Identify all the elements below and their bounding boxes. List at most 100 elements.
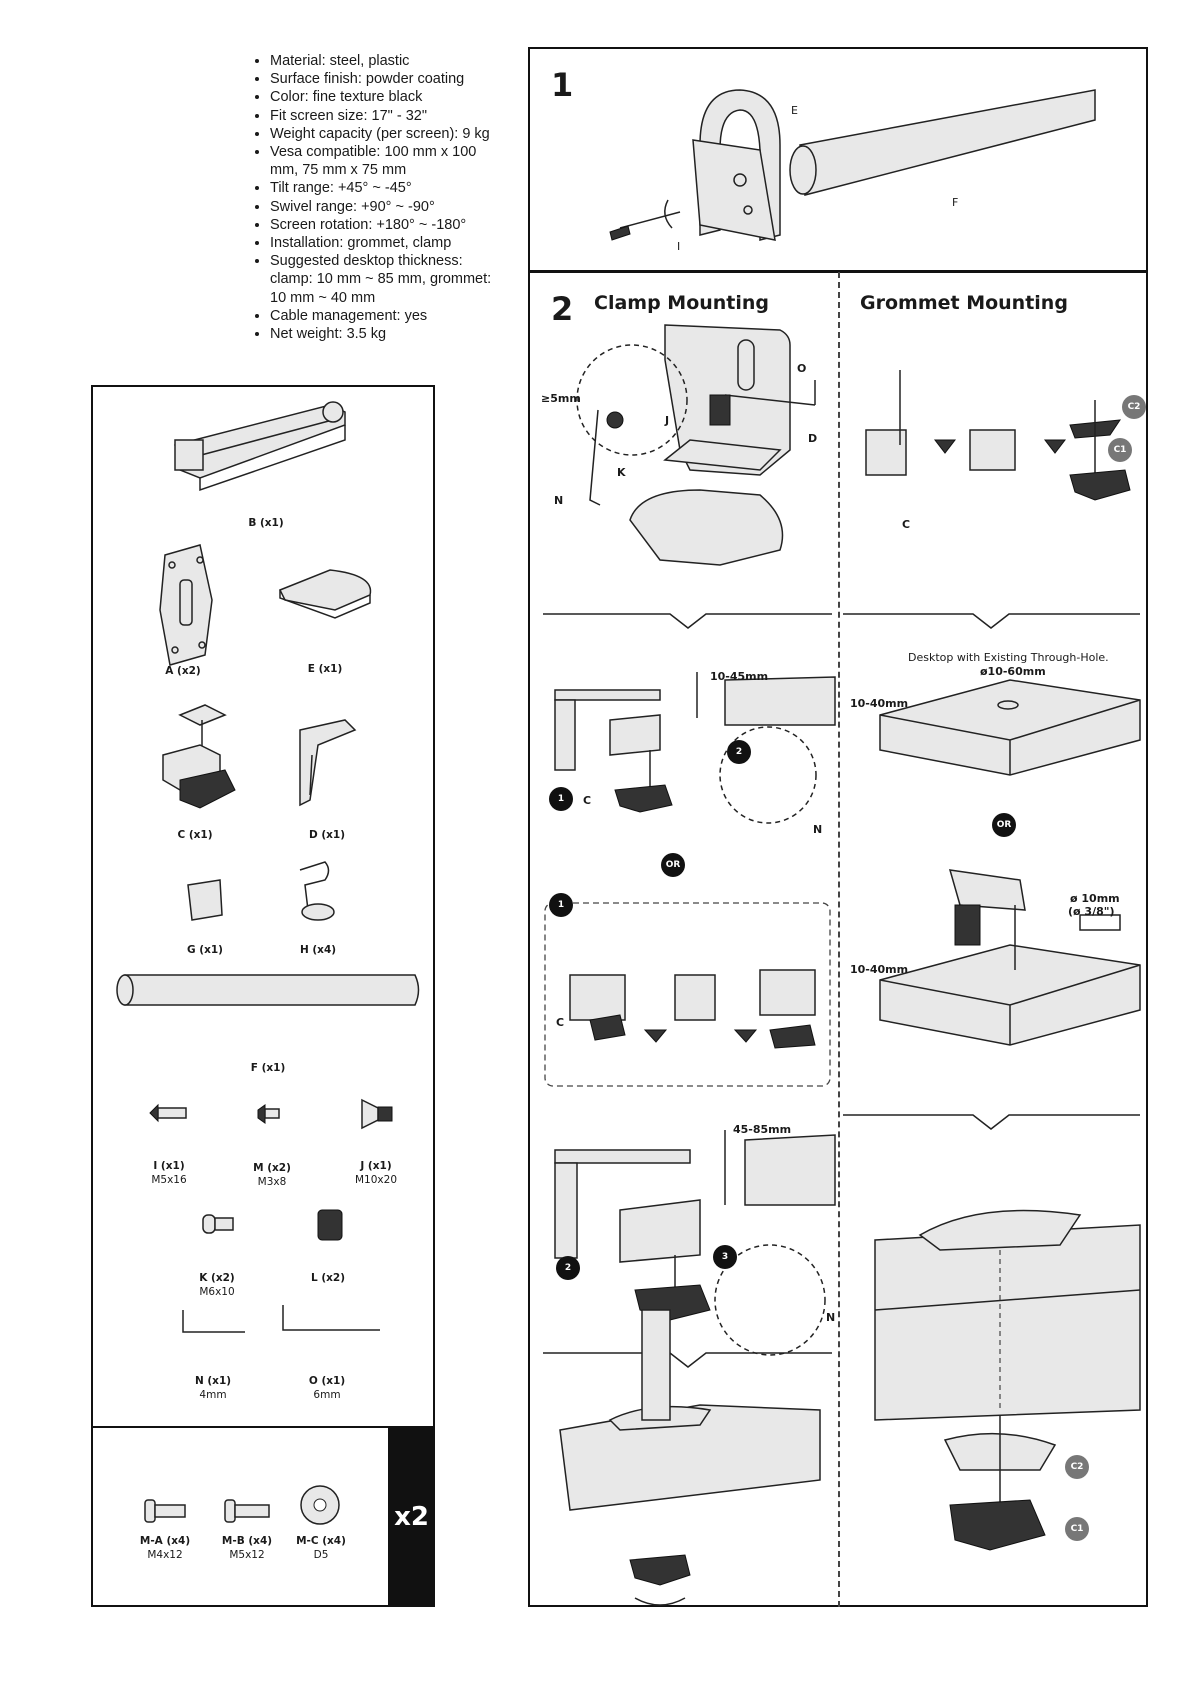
- label-d: D: [808, 432, 818, 445]
- part-label-k: K (x2): [199, 1272, 235, 1284]
- spec-list: Material: steel, plastic Surface finish:…: [250, 52, 500, 343]
- or-badge: OR: [992, 813, 1016, 837]
- part-label-d: D (x1): [308, 829, 346, 841]
- grommet-note: Desktop with Existing Through-Hole.: [908, 651, 1109, 664]
- step2-number: 2: [551, 290, 574, 328]
- label-n2: N: [813, 823, 823, 836]
- spec-item: Weight capacity (per screen): 9 kg: [270, 125, 500, 143]
- drill-size: ø 10mm: [1070, 892, 1120, 905]
- spec-item: Cable management: yes: [270, 307, 500, 325]
- alt-assembly-box: [544, 902, 831, 1087]
- part-screws-icon: [144, 1098, 393, 1525]
- label-c1: C1: [1108, 438, 1132, 462]
- part-label-a: A (x2): [165, 665, 201, 677]
- drill-size-imperial: (ø 3/8"): [1068, 905, 1115, 918]
- clamp-bracket-icon: [576, 324, 816, 566]
- part-label-mc: M-C (x4): [296, 1535, 346, 1547]
- step-badge-1: 1: [549, 787, 573, 811]
- label-c: C: [902, 518, 911, 531]
- part-label-j: J (x1): [360, 1160, 392, 1172]
- hole-size: ø10-60mm: [980, 665, 1046, 678]
- divider-chevron-icon: [543, 613, 832, 629]
- spec-item: Tilt range: +45° ~ -45°: [270, 179, 500, 197]
- part-label-b: B (x1): [248, 517, 284, 529]
- part-label-ma: M-A (x4): [139, 1535, 191, 1547]
- part-label-f: F (x1): [250, 1062, 286, 1074]
- part-label-c: C (x1): [177, 829, 213, 841]
- part-size-o: 6mm: [313, 1389, 341, 1401]
- part-c-clamp-icon: [162, 704, 236, 809]
- clamp-assembly-sequence-icon: [569, 969, 816, 1049]
- label-c1: C1: [1065, 1517, 1089, 1541]
- part-label-n: N (x1): [194, 1375, 232, 1387]
- part-label-l: L (x2): [310, 1272, 346, 1284]
- clamp-mounting-title: Clamp Mounting: [594, 292, 770, 314]
- label-o: O: [797, 362, 807, 375]
- spec-item: Material: steel, plastic: [270, 52, 500, 70]
- clamp-range-thin: 10-45mm: [710, 670, 769, 683]
- spec-item: Suggested desktop thickness: clamp: 10 m…: [270, 252, 500, 307]
- part-d-bracket-icon: [299, 719, 357, 807]
- or-badge: OR: [661, 853, 685, 877]
- step-badge-2: 2: [727, 740, 751, 764]
- spec-item: Swivel range: +90° ~ -90°: [270, 198, 500, 216]
- label-k: K: [617, 466, 626, 479]
- part-f-pole-icon: [116, 974, 420, 1006]
- part-size-i: M5x16: [151, 1174, 187, 1186]
- label-n: N: [554, 494, 564, 507]
- part-size-j: M10x20: [355, 1174, 397, 1186]
- step-badge-3: 3: [713, 1245, 737, 1269]
- divider-chevron-icon: [543, 1352, 832, 1368]
- part-size-n: 4mm: [199, 1389, 227, 1401]
- part-size-m: M3x8: [257, 1176, 287, 1188]
- label-j: J: [665, 414, 670, 427]
- label-c: C: [556, 1016, 565, 1029]
- label-f: F: [952, 196, 959, 209]
- step1-divider: [528, 270, 1148, 273]
- desk-with-hole-icon: [879, 679, 1141, 776]
- parts-panel: [91, 385, 435, 1607]
- grommet-assembly-sequence-icon: [865, 370, 1131, 501]
- multiplier-badge: x2: [388, 1426, 435, 1607]
- part-e-base-icon: [278, 569, 372, 619]
- part-a-vesa-plate-icon: [159, 544, 213, 666]
- part-label-i: I (x1): [153, 1160, 185, 1172]
- divider-chevron-icon: [843, 613, 1140, 629]
- label-e: E: [791, 104, 798, 117]
- part-label-e: E (x1): [307, 663, 343, 675]
- spec-item: Vesa compatible: 100 mm x 100 mm, 75 mm …: [270, 143, 500, 179]
- part-b-arm-icon: [174, 401, 346, 492]
- part-label-g: G (x1): [187, 944, 223, 956]
- label-n3: N: [826, 1311, 836, 1324]
- divider-chevron-icon: [843, 1114, 1140, 1130]
- part-label-mb: M-B (x4): [221, 1535, 273, 1547]
- grommet-thickness: 10-40mm: [850, 697, 909, 710]
- label-c2: C2: [1065, 1455, 1089, 1479]
- clamp-range-thick: 45-85mm: [733, 1123, 792, 1136]
- desk-drilling-icon: [879, 869, 1141, 1046]
- spec-item: Fit screen size: 17" - 32": [270, 107, 500, 125]
- grommet-installed-icon: [874, 1209, 1141, 1551]
- label-i: I: [677, 240, 681, 253]
- step1-pole-assembly-icon: [609, 89, 1096, 241]
- step1-number: 1: [551, 66, 574, 104]
- grommet-thickness: 10-40mm: [850, 963, 909, 976]
- clamp-thick-desk-icon: [554, 1130, 836, 1356]
- clamp-grommet-divider: [838, 272, 840, 1607]
- clamp-thin-desk-icon: [554, 672, 836, 824]
- part-size-mb: M5x12: [229, 1549, 265, 1561]
- clamp-installed-icon: [559, 1309, 821, 1606]
- parts-divider: [91, 1426, 435, 1428]
- label-c: C: [583, 794, 592, 807]
- label-min-thickness: ≥5mm: [541, 392, 581, 405]
- part-h-clip-icon: [299, 861, 335, 921]
- part-label-o: O (x1): [308, 1375, 346, 1387]
- spec-item: Surface finish: powder coating: [270, 70, 500, 88]
- part-label-h: H (x4): [299, 944, 337, 956]
- part-size-mc: D5: [313, 1549, 329, 1561]
- spec-item: Screen rotation: +180° ~ -180°: [270, 216, 500, 234]
- spec-item: Net weight: 3.5 kg: [270, 325, 500, 343]
- spec-item: Color: fine texture black: [270, 88, 500, 106]
- part-size-k: M6x10: [199, 1286, 235, 1298]
